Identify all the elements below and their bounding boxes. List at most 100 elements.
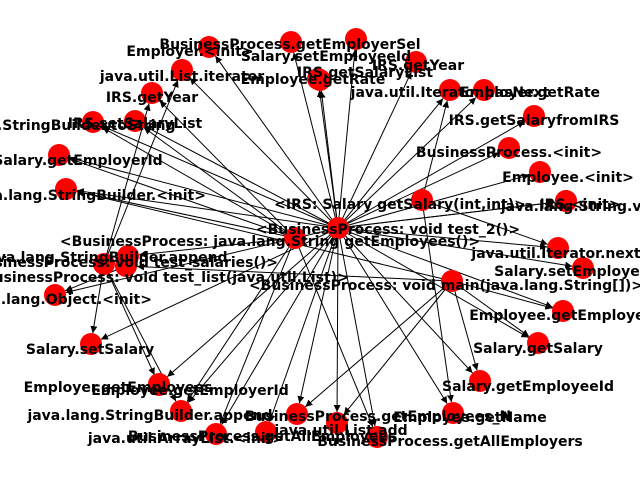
edge-bp_void_test2-to-java_iter_hasnext bbox=[337, 98, 444, 229]
edge-bp_java_lang_string-to-bp_get_all_employers bbox=[294, 237, 374, 428]
edge-bp_void_test2-to-java_list_iterator bbox=[189, 77, 339, 229]
edge-bp_void_main-to-java_sb_init bbox=[76, 189, 453, 282]
node-employee_get_rate bbox=[309, 69, 331, 91]
node-employee_get_name bbox=[442, 402, 464, 424]
node-label-bp_get_all_employees: BusinessProcess.getAllEmployees bbox=[128, 429, 396, 445]
node-label-irs_init: IRS.<init> bbox=[539, 197, 620, 213]
node-employee_init bbox=[529, 161, 551, 183]
node-label-bp_void_test_salaries: <BusinessProcess: void test_salaries()> bbox=[0, 255, 278, 271]
node-irs_salary_get_salary bbox=[411, 189, 433, 211]
node-label-java_iter_next: java.util.Iterator.next bbox=[470, 246, 640, 262]
node-label-irs_get_year: IRS.getYear bbox=[372, 58, 464, 74]
node-label-employee_get_rate: Employee.getRate bbox=[241, 72, 386, 88]
edge-bp_void_test2-to-java_iter_next bbox=[337, 227, 548, 250]
node-emp_init_list bbox=[198, 36, 220, 58]
node-irs_init bbox=[555, 190, 577, 212]
node-label-emp_init_list: Employer.<init> bbox=[126, 44, 253, 60]
node-label-bp_get_all_employers: BusinessProcess.getAllEmployers bbox=[317, 434, 583, 450]
node-bp_get_all_employees bbox=[255, 421, 277, 443]
edge-bp_void_test2-to-employee_get_name bbox=[337, 227, 448, 404]
node-label-salary_set_employer: Salary.setEmployerId bbox=[494, 264, 640, 280]
edge-bp_void_test2-to-bp_get_employees_n bbox=[297, 227, 339, 404]
node-label-employee_init: Employee.<init> bbox=[502, 170, 634, 186]
edge-bp_void_test2-to-salary_get_employer_id bbox=[69, 156, 339, 229]
node-label-salary_set_salary: Salary.setSalary bbox=[26, 342, 154, 358]
node-salary_set_employer bbox=[572, 257, 594, 279]
edge-bp_void_main-to-employee_get_employer bbox=[451, 280, 553, 310]
node-label-employer_get_rate: Employer.getRate bbox=[460, 85, 600, 101]
node-label-bp_void_main: <BusinessProcess: void main(java.lang.St… bbox=[249, 278, 640, 294]
node-label-java_sb_append: java.lang.StringBuilder.append bbox=[0, 250, 228, 266]
label-layer: BusinessProcess.getEmployerSelEmployer.<… bbox=[0, 37, 640, 450]
edge-bp_void_test2-to-employee_get_employer bbox=[337, 227, 553, 309]
node-label-bp_void_test2: <BusinessProcess: void test_2()> bbox=[256, 222, 520, 238]
edge-bp_java_lang_string-to-irs_get_year_a bbox=[159, 100, 296, 239]
node-layer bbox=[44, 28, 594, 448]
node-label-java_sb_append_2: java.lang.StringBuilder.append bbox=[26, 408, 272, 424]
node-java_sb_init bbox=[55, 178, 77, 200]
edge-bp_void_test2-to-salary_get_employee_id bbox=[337, 227, 473, 374]
node-label-irs_get_salary_list: IRS.getSalaryList bbox=[297, 65, 433, 81]
node-label-java_sb_init: java.lang.StringBuilder.<init> bbox=[0, 188, 206, 204]
node-java_list_add bbox=[326, 412, 348, 434]
node-label-employer_get_employees: Employer.getEmployees bbox=[24, 380, 213, 396]
node-salary_set_salary bbox=[80, 333, 102, 355]
node-java_sb_append_2 bbox=[170, 400, 192, 422]
edge-bp_void_test2-to-bp_getemp_sel bbox=[292, 52, 339, 229]
edge-bp_void_main-to-bp_void_test_list bbox=[136, 263, 453, 282]
node-label-java_list_add: java.util.List.add bbox=[273, 423, 407, 439]
node-bp_init bbox=[498, 137, 520, 159]
node-label-java_lang_object_init: java.lang.Object.<init> bbox=[0, 292, 152, 308]
node-label-java_string_valueof: java.lang.String.valueOf bbox=[500, 199, 640, 215]
node-bp_void_test_salaries bbox=[93, 253, 115, 275]
edge-bp_void_test2-to-irs_set_salary_list bbox=[144, 125, 339, 229]
edge-bp_void_test_salaries-to-java_list_iterator bbox=[103, 80, 179, 265]
node-irs_set_salary_list bbox=[124, 110, 146, 132]
edge-bp_void_test2-to-salary_set_empid bbox=[337, 49, 358, 229]
node-java_arraylist_init bbox=[205, 423, 227, 445]
node-salary_set_empid bbox=[345, 28, 367, 50]
node-label-irs_set_salary_list: IRS.setSalaryList bbox=[68, 116, 203, 132]
edge-bp_java_lang_string-to-java_arraylist_init bbox=[219, 237, 296, 424]
edge-bp_void_test_salaries-to-irs_get_year_a bbox=[103, 103, 151, 265]
node-label-irs_salary_get_salary: <IRS: Salary getSalary(int,int)> bbox=[274, 197, 526, 213]
node-label-salary_get_salary: Salary.getSalary bbox=[473, 341, 603, 357]
edge-bp_void_test2-to-bp_get_all_employers bbox=[337, 227, 378, 427]
node-label-bp_void_test_list: <BusinessProcess: void test_list(java.ut… bbox=[0, 270, 349, 286]
node-bp_get_all_employers bbox=[366, 426, 388, 448]
edge-bp_void_test2-to-salary_get_salary bbox=[337, 227, 529, 338]
node-label-irs_get_salary_from_irs: IRS.getSalaryfromIRS bbox=[449, 113, 620, 129]
node-label-employee_get_employer: Employee.getEmployerId bbox=[469, 308, 640, 324]
edge-bp_void_test2-to-irs_get_salary_from_irs bbox=[337, 121, 525, 229]
edge-bp_java_lang_string-to-java_sb_init bbox=[76, 189, 296, 239]
edge-bp_void_test2-to-java_sb_append_2 bbox=[187, 227, 339, 403]
node-label-java_arraylist_init: java.util.ArrayList.<init> bbox=[87, 431, 284, 447]
node-employer_get_rate bbox=[473, 79, 495, 101]
node-label-bp_init: BusinessProcess.<init> bbox=[416, 145, 602, 161]
node-salary_get_salary bbox=[527, 332, 549, 354]
node-label-salary_set_empid: Salary.setEmployeeId bbox=[241, 49, 411, 65]
edge-bp_void_test2-to-employer_get_rate bbox=[337, 97, 477, 229]
node-bp_void_main bbox=[441, 270, 463, 292]
node-java_iter_next bbox=[547, 237, 569, 259]
edge-bp_void_main-to-java_list_add bbox=[343, 280, 453, 415]
edge-bp_void_test2-to-java_sb_init bbox=[76, 188, 339, 229]
node-label-salary_get_employee_id: Salary.getEmployeeId bbox=[442, 379, 614, 395]
node-salary_get_employer_id bbox=[48, 144, 70, 166]
node-label-bp_getemp_sel: BusinessProcess.getEmployerSel bbox=[159, 37, 420, 53]
edge-bp_java_lang_string-to-java_sb_append_2 bbox=[186, 237, 296, 403]
edge-bp_void_test2-to-irs_get_year bbox=[337, 71, 412, 229]
node-label-employee_get_employer_id: Employee.getEmployerId bbox=[91, 383, 289, 399]
edge-bp_void_test2-to-salary_set_employer bbox=[337, 227, 573, 269]
node-irs_get_salary_from_irs bbox=[523, 105, 545, 127]
node-employee_get_employer bbox=[552, 300, 574, 322]
edge-bp_void_test2-to-employee_get_rate bbox=[318, 90, 339, 229]
edge-bp_java_lang_string-to-irs_set_salary_list bbox=[143, 127, 296, 239]
edge-bp_void_test2-to-bp_get_all_employees bbox=[268, 227, 339, 422]
edge-bp_void_test2-to-java_string_valueof bbox=[337, 199, 556, 229]
node-bp_java_lang_string bbox=[284, 227, 306, 249]
edge-bp_void_test2-to-java_arraylist_init bbox=[221, 227, 339, 425]
edge-bp_void_main-to-bp_get_employees_n bbox=[305, 280, 453, 408]
node-label-salary_get_employer_id: Salary.getEmployerId bbox=[0, 153, 163, 169]
